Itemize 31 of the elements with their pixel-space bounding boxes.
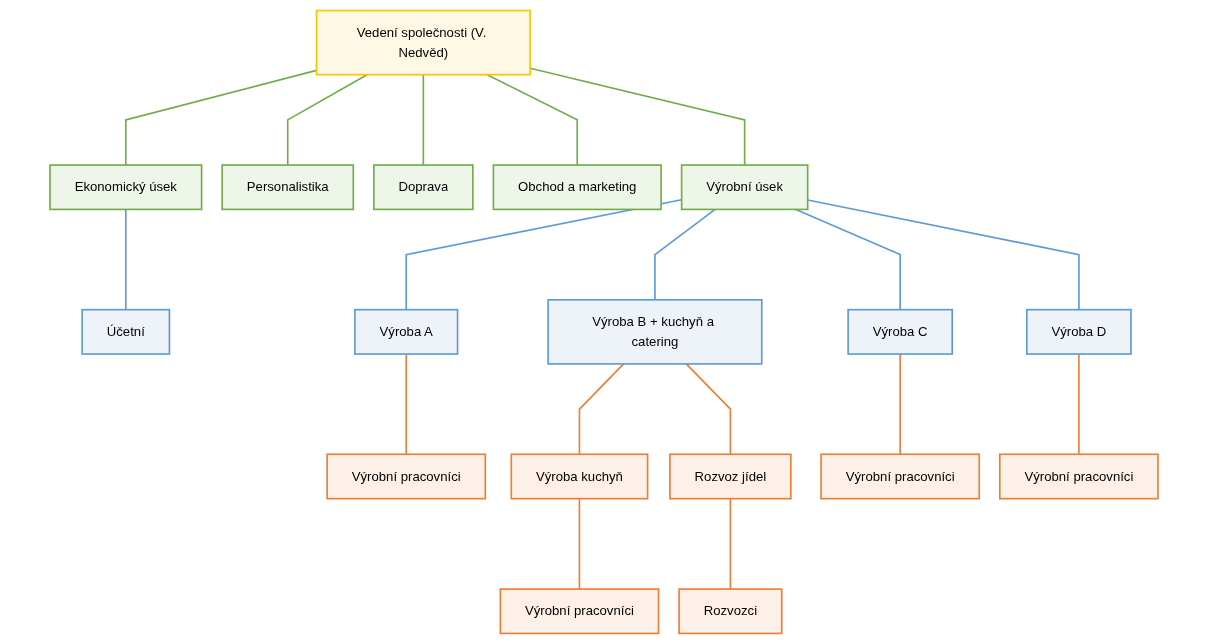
connector [125,208,127,311]
node-box: Doprava [373,164,474,211]
connector [486,73,579,166]
node-box: Rozvozci [678,588,783,635]
connector [286,73,368,166]
node-box: Výroba A [354,308,459,355]
connector [578,363,625,456]
connector [405,353,408,456]
connector [795,208,901,311]
node-box: Výroba D [1026,308,1132,355]
node-box: Personalistika [221,164,355,211]
node-box: Ekonomický úsek [49,164,203,211]
node-box: Výrobní pracovníci [499,588,660,635]
connector [422,73,425,166]
node-box: Rozvoz jídel [669,453,792,500]
node-box: Výroba kuchyň [510,453,649,500]
connector [685,363,732,456]
connector [654,208,716,301]
node-box: Výrobní pracovníci [326,453,487,500]
node-box: Vedení společnosti (V. Nedvěd) [315,9,531,76]
node-box: Výroba B + kuchyň a catering [547,299,763,365]
node-box: Výroba C [847,308,954,355]
node-box: Výrobní pracovníci [999,453,1159,500]
node-box: Výrobní úsek [680,164,809,211]
node-box: Výrobní pracovníci [820,453,981,500]
node-box: Obchod a marketing [492,164,662,211]
connector [578,497,581,590]
node-box: Účetní [81,308,171,355]
connector [899,353,901,456]
connector [1078,353,1080,456]
connector [729,497,732,590]
